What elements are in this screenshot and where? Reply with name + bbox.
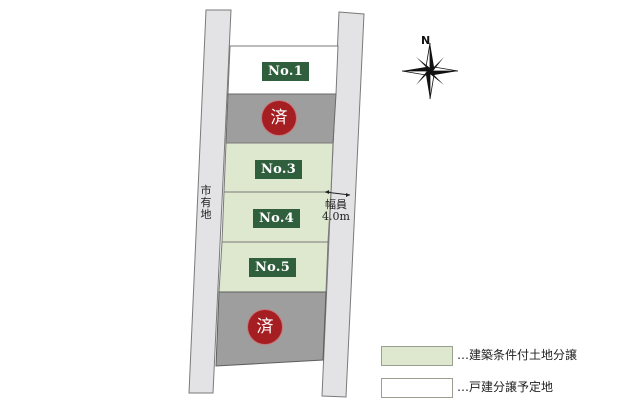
- left-road-char: 市: [200, 184, 212, 197]
- compass-north-label: N: [421, 34, 431, 47]
- left-road-char: 地: [200, 208, 212, 221]
- legend-text-green: …建築条件付土地分譲: [457, 348, 578, 362]
- legend-swatch-green: [381, 346, 453, 366]
- lot-label-no3: No.3: [255, 160, 303, 179]
- sold-badge-lower: 済: [248, 310, 282, 344]
- road-width-value: 4.0m: [322, 210, 350, 223]
- lot-label-no5: No.5: [249, 258, 297, 277]
- right-road: [321, 11, 365, 398]
- road-width-title: 幅員: [324, 198, 347, 211]
- width-dimension-line: [324, 191, 351, 196]
- legend-swatch-white: [381, 378, 453, 398]
- road-width-label: 幅員 4.0m: [322, 199, 350, 223]
- legend-text-white: …戸建分譲予定地: [457, 380, 554, 394]
- left-road-char: 有: [200, 196, 212, 209]
- left-road: [188, 9, 232, 394]
- sold-badge-upper: 済: [262, 101, 296, 135]
- left-road-label: 市 有 地: [200, 185, 212, 221]
- lot-label-no1: No.1: [262, 62, 310, 81]
- lot-label-no4: No.4: [253, 209, 301, 228]
- compass-rose-icon: [401, 42, 459, 100]
